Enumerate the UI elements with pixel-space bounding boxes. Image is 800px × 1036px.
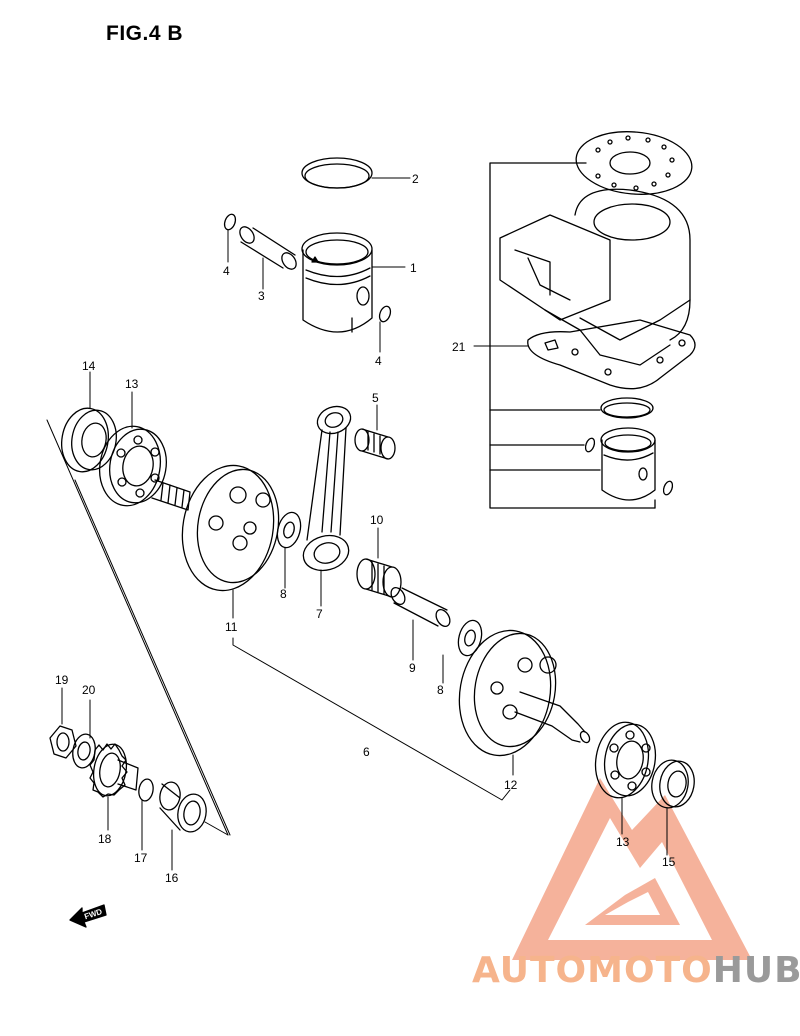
callout-label: 14 xyxy=(82,359,96,373)
piston-ring-part xyxy=(301,157,373,189)
callout-label: 7 xyxy=(316,607,323,621)
oil-seal-left-part xyxy=(61,407,117,473)
callout-label: 5 xyxy=(372,391,379,405)
callout-label: 13 xyxy=(125,377,139,391)
callout-label: 20 xyxy=(82,683,96,697)
callout-label: 17 xyxy=(134,851,148,865)
callout-label: 13 xyxy=(616,835,630,849)
callout-label: 18 xyxy=(98,832,112,846)
callout-label: 15 xyxy=(662,855,676,869)
callout-label: 6 xyxy=(363,745,370,759)
callout-label: 4 xyxy=(223,264,230,278)
callout-label: 8 xyxy=(437,683,444,697)
crank-left-half-part xyxy=(151,464,280,592)
connecting-rod-part xyxy=(302,405,352,572)
cylinder-assembly xyxy=(489,131,696,509)
assembly-guide-lines xyxy=(46,177,668,871)
callout-label: 2 xyxy=(412,172,419,186)
gear-part xyxy=(89,743,139,798)
piston-clip-part xyxy=(223,213,392,323)
callout-label: 11 xyxy=(225,620,238,634)
callout-label: 12 xyxy=(504,778,518,792)
oil-seal-right-part xyxy=(651,759,695,809)
callout-label: 16 xyxy=(165,871,179,885)
callout-label: 19 xyxy=(55,673,69,687)
callout-label: 8 xyxy=(280,587,287,601)
callout-label: 9 xyxy=(409,661,416,675)
piston-part xyxy=(301,232,373,333)
watermark-text: AUTOMOTOHUB xyxy=(472,950,800,991)
callout-label: 10 xyxy=(370,513,384,527)
callout-label: 3 xyxy=(258,289,265,303)
watermark-text-part2: HUB xyxy=(712,950,800,991)
crank-right-half-part xyxy=(458,629,591,757)
arrow-left-icon: FWD xyxy=(69,904,107,928)
nut-part xyxy=(49,725,77,759)
callout-label: 21 xyxy=(452,340,466,354)
main-bearing-left-part xyxy=(99,425,167,507)
piston-pin-part xyxy=(239,226,297,270)
crank-pin-part xyxy=(390,586,451,628)
figure-title: FIG.4 B xyxy=(106,22,184,45)
callout-label: 4 xyxy=(375,354,382,368)
big-end-bearing-part xyxy=(356,558,402,598)
circlip-part xyxy=(138,778,154,802)
spacer-part xyxy=(159,781,207,833)
callout-labels: 2 1 3 4 4 5 6 7 8 8 9 10 11 12 13 13 14 … xyxy=(55,172,676,885)
main-bearing-right-part xyxy=(594,721,657,799)
callout-label: 1 xyxy=(410,261,417,275)
thrust-washer-part xyxy=(276,511,483,657)
watermark-logo xyxy=(512,778,752,960)
watermark-text-part1: AUTOMOTO xyxy=(472,950,713,991)
small-end-bearing-part xyxy=(354,428,396,460)
